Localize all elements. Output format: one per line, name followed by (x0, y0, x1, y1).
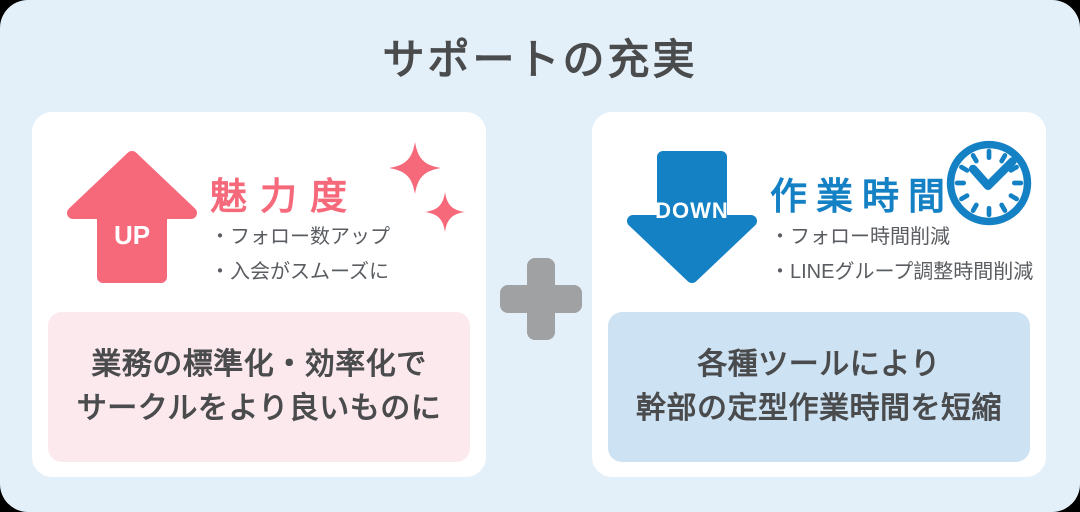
worktime-bullets: ・フォロー時間削減 ・LINEグループ調整時間削減 (770, 220, 1033, 290)
attractiveness-heading: 魅力度 (210, 176, 360, 217)
attractiveness-bullets: ・フォロー数アップ ・入会がスムーズに (210, 220, 390, 290)
clock-icon (946, 140, 1032, 226)
highlight-line: 幹部の定型作業時間を短縮 (636, 392, 1002, 425)
up-arrow-icon: UP (66, 150, 198, 284)
bullet-item: ・LINEグループ調整時間削減 (770, 261, 1034, 283)
plus-icon (500, 258, 582, 340)
attractiveness-highlight: 業務の標準化・効率化で サークルをより良いものに (48, 312, 470, 462)
down-arrow-icon: DOWN (626, 150, 758, 284)
bullet-item: ・フォロー数アップ (210, 226, 390, 248)
bullet-item: ・フォロー時間削減 (770, 226, 950, 248)
sparkles-icon (389, 142, 465, 232)
worktime-heading: 作業時間 (770, 176, 954, 217)
highlight-line: サークルをより良いものに (76, 392, 442, 425)
page-title: サポートの充実 (382, 36, 698, 83)
worktime-card: DOWN 作業時間 ・フォロー時間削減 ・LINEグループ調整時間削減 (592, 112, 1046, 477)
attractiveness-card: UP 魅力度 ・フォロー数アップ ・入会がスムーズに 業務の標準化・効率化で サ… (32, 112, 486, 477)
bullet-item: ・入会がスムーズに (210, 261, 389, 283)
down-arrow-label: DOWN (655, 198, 729, 223)
highlight-line: 各種ツールにより (697, 348, 941, 381)
worktime-highlight: 各種ツールにより 幹部の定型作業時間を短縮 (608, 312, 1030, 462)
up-arrow-label: UP (113, 220, 151, 250)
highlight-line: 業務の標準化・効率化で (91, 348, 427, 381)
